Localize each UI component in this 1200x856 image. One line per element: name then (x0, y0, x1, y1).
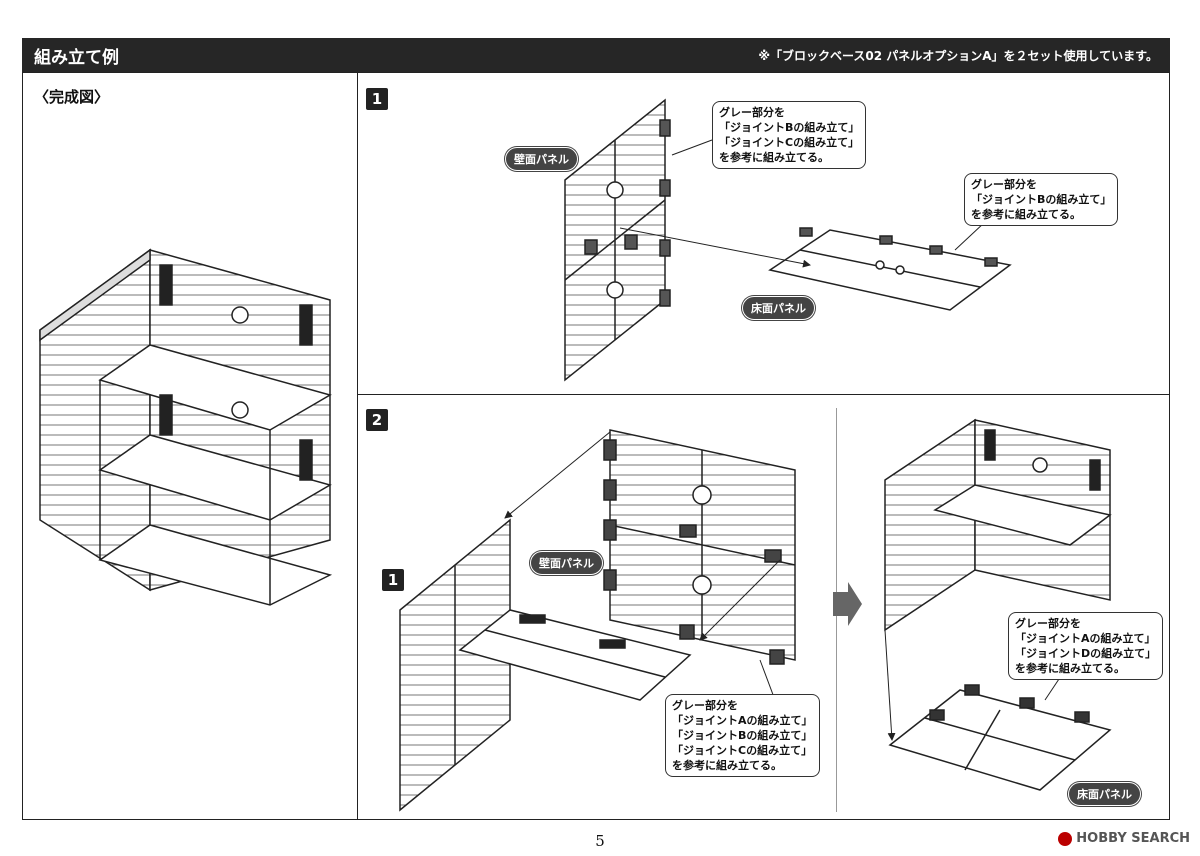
callout-line: 「ジョイントBの組み立て」 (719, 121, 860, 134)
complete-label: 〈完成図〉 (34, 88, 110, 106)
callout-line: を参考に組み立てる。 (672, 759, 782, 772)
callout-line: 「ジョイントBの組み立て」 (672, 729, 813, 742)
step2-floor-panel (888, 684, 1112, 791)
step1-wall-panel (564, 98, 671, 382)
usage-note: ※「ブロックベース02 パネルオプションA」を２セット使用しています。 (758, 48, 1158, 63)
step-2-badge: 2 (366, 409, 388, 431)
callout-line: 「ジョイントCの組み立て」 (672, 744, 813, 757)
step1-floor-label: 床面パネル (742, 296, 815, 320)
callout-line: 「ジョイントAの組み立て」 (1015, 632, 1156, 645)
step1-wall-callout: グレー部分を 「ジョイントBの組み立て」 「ジョイントCの組み立て」 を参考に組… (712, 101, 867, 169)
step2-center-callout: グレー部分を 「ジョイントAの組み立て」 「ジョイントBの組み立て」 「ジョイン… (665, 694, 820, 777)
horizontal-divider (357, 394, 1170, 395)
callout-line: 「ジョイントAの組み立て」 (672, 714, 813, 727)
step1-floor-panel (768, 227, 1012, 311)
step-1-badge: 1 (366, 88, 388, 110)
watermark: HOBBY SEARCH (1058, 831, 1190, 846)
callout-line: を参考に組み立てる。 (1015, 662, 1125, 675)
step1-floor-callout: グレー部分を 「ジョイントBの組み立て」 を参考に組み立てる。 (964, 173, 1119, 226)
step2-left-assembly (399, 518, 692, 812)
step2-wall-label: 壁面パネル (530, 551, 603, 575)
callout-line: グレー部分を (971, 178, 1037, 191)
content-frame (22, 72, 1170, 820)
complete-figure (39, 248, 333, 606)
vertical-divider (357, 72, 358, 820)
watermark-text: HOBBY SEARCH (1076, 831, 1190, 846)
callout-line: を参考に組み立てる。 (719, 151, 829, 164)
section-header: 組み立て例 ※「ブロックベース02 パネルオプションA」を２セット使用しています… (22, 38, 1170, 72)
callout-line: 「ジョイントCの組み立て」 (719, 136, 860, 149)
callout-line: 「ジョイントDの組み立て」 (1015, 647, 1157, 660)
callout-line: グレー部分を (1015, 617, 1081, 630)
step2-floor-label: 床面パネル (1068, 782, 1141, 806)
step2-wall-panel (603, 429, 796, 665)
step1-wall-label: 壁面パネル (505, 147, 578, 171)
callout-line: グレー部分を (719, 106, 785, 119)
callout-line: グレー部分を (672, 699, 738, 712)
callout-line: 「ジョイントBの組み立て」 (971, 193, 1112, 206)
page-number: 5 (595, 832, 605, 850)
next-step-arrow (833, 582, 862, 626)
step2-right-callout: グレー部分を 「ジョイントAの組み立て」 「ジョイントDの組み立て」 を参考に組… (1008, 612, 1164, 680)
watermark-logo-icon (1058, 831, 1073, 846)
callout-line: を参考に組み立てる。 (971, 208, 1081, 221)
step-2-sub-badge: 1 (382, 569, 404, 591)
step2-result-assembly (884, 418, 1112, 632)
section-title: 組み立て例 (34, 47, 119, 68)
